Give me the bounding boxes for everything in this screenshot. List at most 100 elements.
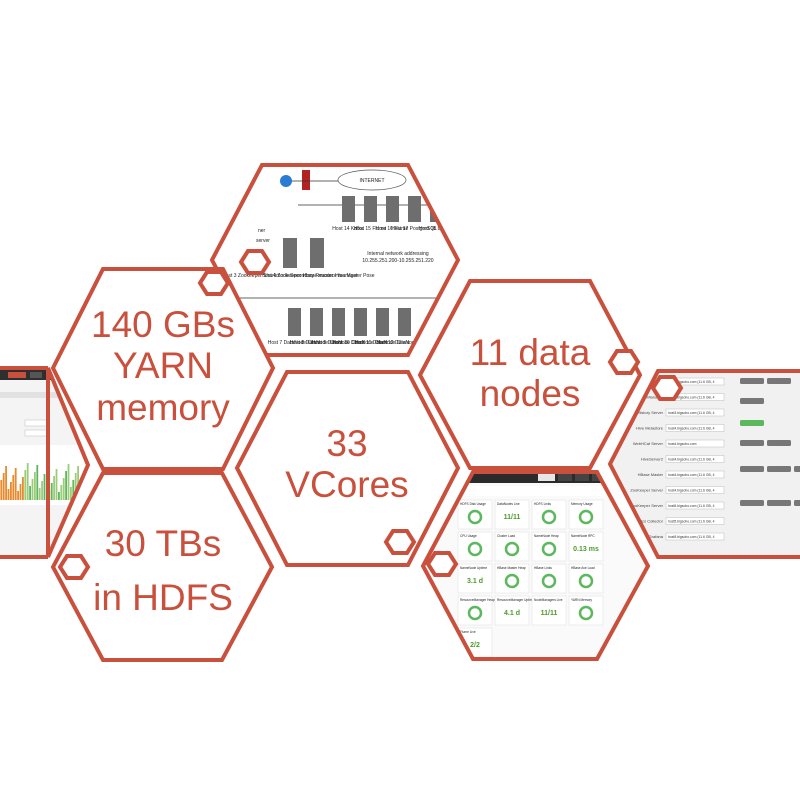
metric-title: NameNode Uptime [460, 566, 487, 570]
yarn-memory-line1: 140 GBs [91, 304, 235, 345]
server-bottom-label: Host 12 DataNode Client [376, 340, 432, 346]
mini-bar [12, 475, 15, 500]
metric-title: HBase Master Heap [497, 566, 526, 570]
server-bottom-label: Host 9 DataNode Client [312, 340, 365, 346]
mini-bar [36, 465, 39, 500]
metric-card [457, 531, 493, 562]
server-top [342, 196, 355, 222]
metric-title: Memory Usage [571, 502, 593, 506]
server-top-label: Host 17 PostgreSQL [391, 226, 437, 232]
server-top-label: Host 18 Deploy [419, 226, 454, 232]
svg-text:Host 3 Zookeeper Sharkmode Sec: Host 3 Zookeeper Sharkmode Secondary Res… [222, 273, 358, 279]
service-label: Metrics Collector [633, 519, 663, 524]
server-bottom [288, 308, 301, 336]
metric-gauge [578, 573, 594, 589]
service-value: host1.bigsoho.com (11.6 GB, 4 [668, 380, 715, 384]
server-top-label: Host 14 Kafka [332, 226, 364, 232]
service-tag [794, 466, 800, 472]
server-bottom-label: Host 8 DataNode Client [290, 340, 343, 346]
host4-server: Host 4 Zookeeper Hbase master Hive Maste… [261, 238, 375, 279]
service-select[interactable] [665, 470, 725, 479]
service-value: host5.bigsoho.com (11.6 GB, 4 [668, 504, 715, 508]
service-value: host5.bigsoho.com (11.6 GB, 4 [668, 520, 715, 524]
service-select[interactable] [665, 532, 725, 541]
metric-card [494, 595, 530, 626]
service-value: host4.bigsoho.com [668, 442, 697, 446]
server-bottom-label: Host 11 DataNode Client [355, 340, 411, 346]
mini-bar [31, 479, 34, 500]
server-top-label: Host 16 Flume [376, 226, 409, 232]
vcores-line2: VCores [285, 464, 409, 506]
server-bottom-label: Host 7 DataNode Client [268, 340, 321, 346]
addr-range: 10.255.251.200-10.255.251.220 [362, 258, 433, 264]
mini-bar [2, 473, 5, 500]
service-select[interactable] [665, 501, 725, 510]
service-select[interactable] [665, 439, 725, 448]
mini-bar [58, 492, 60, 500]
service-label: ResourceManager [630, 395, 664, 400]
metric-value: 4.1 d [504, 610, 520, 617]
metric-gauge [467, 605, 483, 621]
vcores-hex [234, 370, 461, 567]
service-value: host3.bigsoho.com (11.6 GB, 4 [668, 396, 715, 400]
mini-bar [10, 482, 12, 500]
mini-bar [62, 478, 65, 500]
service-tag [740, 466, 764, 472]
mini-bar [65, 471, 67, 500]
service-tag [740, 420, 764, 426]
service-value: host4.bigsoho.com (11.6 GB, 4 [668, 473, 715, 477]
mini-bar [22, 477, 24, 500]
service-select[interactable] [665, 455, 725, 463]
metric-card [494, 499, 530, 530]
mini-bar [38, 488, 41, 500]
mini-bar [70, 487, 72, 500]
yarn-memory-stat: 140 GBs YARN memory [73, 304, 253, 428]
data-nodes-stat: 11 data nodes [440, 332, 620, 415]
mini-bar [41, 481, 43, 500]
service-select[interactable] [665, 486, 725, 494]
metric-title: HDFS Links [534, 502, 551, 506]
metric-gauge [504, 541, 520, 557]
data-nodes-line1: 11 data [469, 332, 591, 373]
small-hex-dash [425, 551, 459, 577]
server-bottom [354, 308, 367, 336]
metric-title: ResourceManager Heap [460, 598, 495, 602]
service-select[interactable] [665, 424, 725, 432]
service-select[interactable] [665, 517, 725, 525]
mini-bar [53, 476, 55, 500]
yarn-memory-line3: memory [96, 386, 230, 428]
service-tag [740, 398, 764, 404]
service-value: host3.bigsoho.com (11.6 GB, 4 [668, 411, 715, 415]
server-top [408, 196, 421, 222]
metric-gauge [541, 509, 557, 525]
data-nodes-hex [417, 279, 643, 470]
mini-bar [55, 469, 58, 500]
metric-title: CPU Usage [460, 534, 477, 538]
service-label: HiveServer2 [641, 457, 664, 462]
mini-bar [19, 484, 22, 500]
service-select[interactable] [665, 408, 725, 417]
metric-title: HBase Ave Load [571, 566, 595, 570]
mini-bar [43, 474, 46, 500]
metric-gauge [504, 573, 520, 589]
mini-bar [7, 489, 10, 500]
service-tag [740, 378, 764, 384]
metric-title: HBase Links [534, 566, 552, 570]
mini-bar [0, 480, 3, 500]
metric-value: 2/2 [470, 642, 480, 649]
small-hex-net [238, 249, 272, 275]
service-tag [767, 466, 791, 472]
host3-server: Host 3 Zookeeper Sharkmode Secondary Res… [222, 238, 358, 279]
service-value: host4.bigsoho.com (11.6 GB, 4 [668, 427, 715, 431]
addr-title: Internal network addressing [367, 251, 429, 257]
metric-title: NodeManagers Live [534, 598, 563, 602]
metric-gauge [541, 541, 557, 557]
server-top [386, 196, 399, 222]
service-tag [767, 378, 791, 384]
metric-title: Flume Live [460, 630, 476, 634]
